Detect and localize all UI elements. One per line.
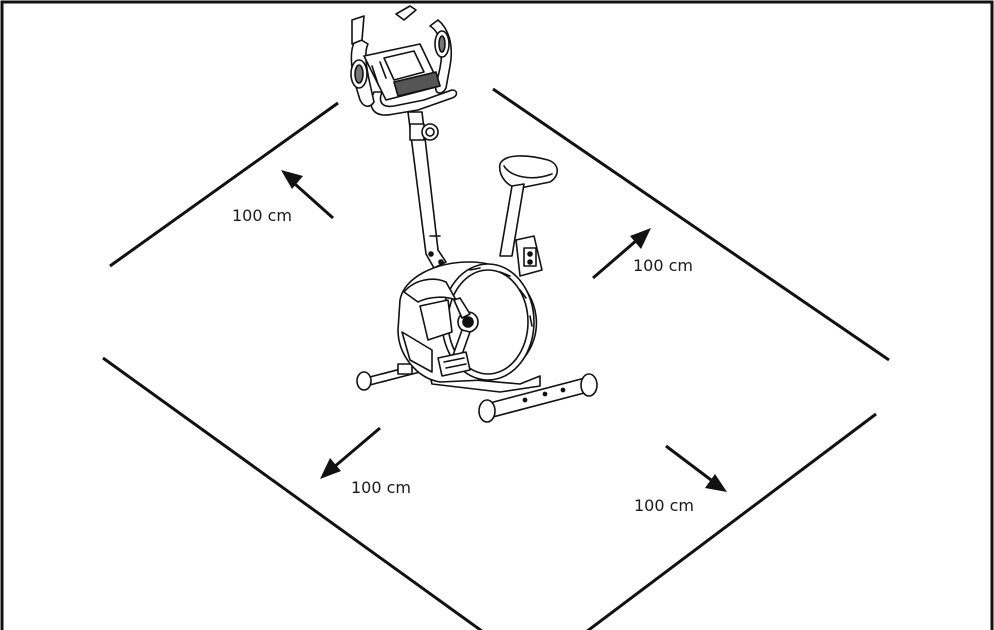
- handlebar-post: [407, 111, 447, 269]
- boundary-line-top-left: [109, 101, 339, 268]
- front-stabilizer: [356, 363, 421, 391]
- crank-and-pedals: [437, 297, 479, 377]
- clearance-label-bottom-right: 100 cm: [634, 496, 695, 515]
- console: [363, 43, 441, 101]
- seat-clamp: [515, 235, 543, 277]
- arrow-up-left-icon: [281, 170, 334, 220]
- boundary-line-bottom-left: [102, 356, 484, 630]
- arrow-up-right-icon: [592, 228, 651, 280]
- boundary-line-top-right: [492, 87, 890, 362]
- saddle: [498, 155, 559, 189]
- rear-stabilizer: [478, 373, 598, 423]
- post-knob: [409, 123, 439, 141]
- handlebars: [350, 5, 458, 116]
- exercise-bike-illustration: [350, 5, 598, 423]
- arrow-down-left-icon: [320, 426, 381, 479]
- seat-post: [499, 183, 525, 257]
- boundary-line-bottom-right: [586, 412, 877, 630]
- clearance-label-top-right: 100 cm: [633, 256, 694, 275]
- arrow-down-right-icon: [665, 444, 727, 492]
- clearance-label-top-left: 100 cm: [232, 206, 293, 225]
- clearance-label-bottom-left: 100 cm: [351, 478, 412, 497]
